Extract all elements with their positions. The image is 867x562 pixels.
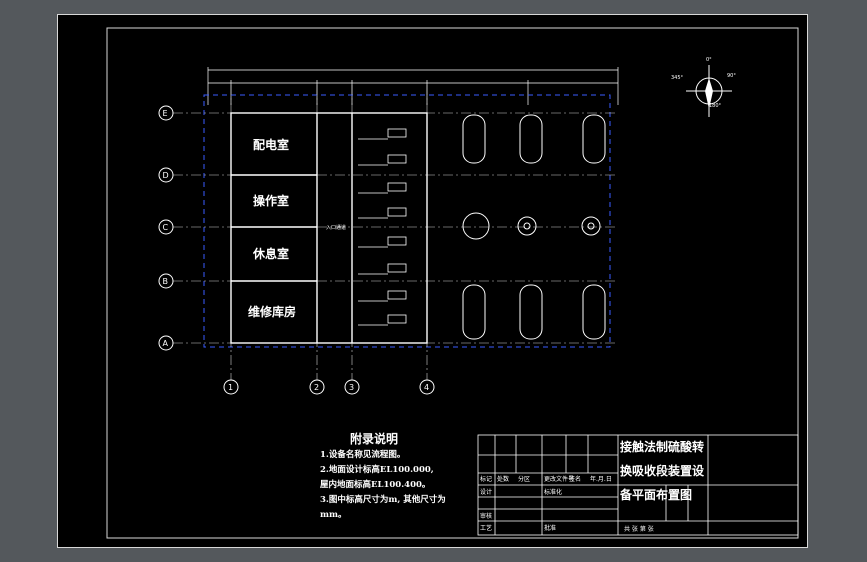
project-title-line-1: 接触法制硫酸转 [620, 439, 704, 454]
notes-line-2: 2.地面设计标高EL100.000, [320, 464, 434, 475]
row-axis-markers [158, 105, 174, 351]
north-arrow-icon: 345° 90° 0° 180° [671, 57, 736, 117]
tb-label-change-doc: 更改文件号 [544, 475, 574, 483]
row-axis-C: C [163, 223, 169, 232]
room-label-repair: 维修库房 [248, 304, 296, 319]
top-dimensions [207, 67, 619, 105]
tb-label-count: 处数 [497, 475, 509, 483]
building-walls [230, 112, 428, 344]
svg-text:90°: 90° [727, 73, 736, 79]
col-axis-3: 3 [349, 383, 354, 392]
room-label-rest: 休息室 [252, 246, 289, 261]
tanks-top-row [462, 114, 606, 164]
row-axis-A: A [163, 339, 169, 348]
svg-text:180°: 180° [709, 103, 722, 109]
tb-label-design: 设计 [480, 488, 492, 496]
col-axis-1: 1 [228, 383, 233, 392]
tb-label-sheets: 共 张 第 张 [624, 525, 654, 533]
notes-line-4: 3.图中标高尺寸为m, 其他尺寸为 [320, 494, 446, 505]
tb-label-date: 年.月.日 [590, 475, 612, 483]
svg-text:345°: 345° [671, 75, 684, 81]
svg-text:0°: 0° [706, 57, 712, 63]
notes-line-1: 1.设备名称见流程图。 [320, 449, 405, 460]
tb-label-review: 审核 [480, 512, 492, 520]
drawing-frame [106, 27, 799, 539]
title-block [477, 434, 799, 536]
tb-label-standard: 标准化 [544, 488, 562, 496]
col-axis-2: 2 [314, 383, 319, 392]
tb-label-mark: 标记 [480, 475, 492, 483]
tanks-bottom-row [462, 284, 606, 340]
drawing-viewport[interactable]: 345° 90° 0° 180° 配 [57, 14, 808, 548]
notes-title: 附录说明 [350, 431, 398, 446]
row-axis-B: B [163, 277, 169, 286]
row-axis-D: D [163, 171, 169, 180]
room-label-operation: 操作室 [253, 193, 289, 208]
tb-label-zone: 分区 [518, 475, 530, 483]
entrance-label: 入口通道 [326, 224, 346, 231]
row-axis-E: E [163, 109, 168, 118]
tb-label-approve: 批准 [544, 524, 556, 532]
notes-line-5: mm。 [320, 510, 347, 520]
cad-drawing: 345° 90° 0° 180° 配 [106, 27, 799, 539]
col-axis-4: 4 [424, 383, 429, 392]
axis-grid [203, 94, 611, 348]
room-label-power: 配电室 [253, 137, 289, 152]
notes-line-3: 屋内地面标高EL100.400。 [320, 479, 430, 490]
tb-label-process: 工艺 [480, 524, 492, 532]
pumps-middle-row [462, 212, 601, 240]
tb-label-sign: 签名 [569, 475, 581, 483]
project-title-line-2: 换吸收段装置设 [620, 463, 705, 478]
project-title-line-3: 备平面布置图 [619, 487, 692, 502]
cabinet-column [358, 128, 407, 326]
col-axis-markers [223, 379, 435, 395]
